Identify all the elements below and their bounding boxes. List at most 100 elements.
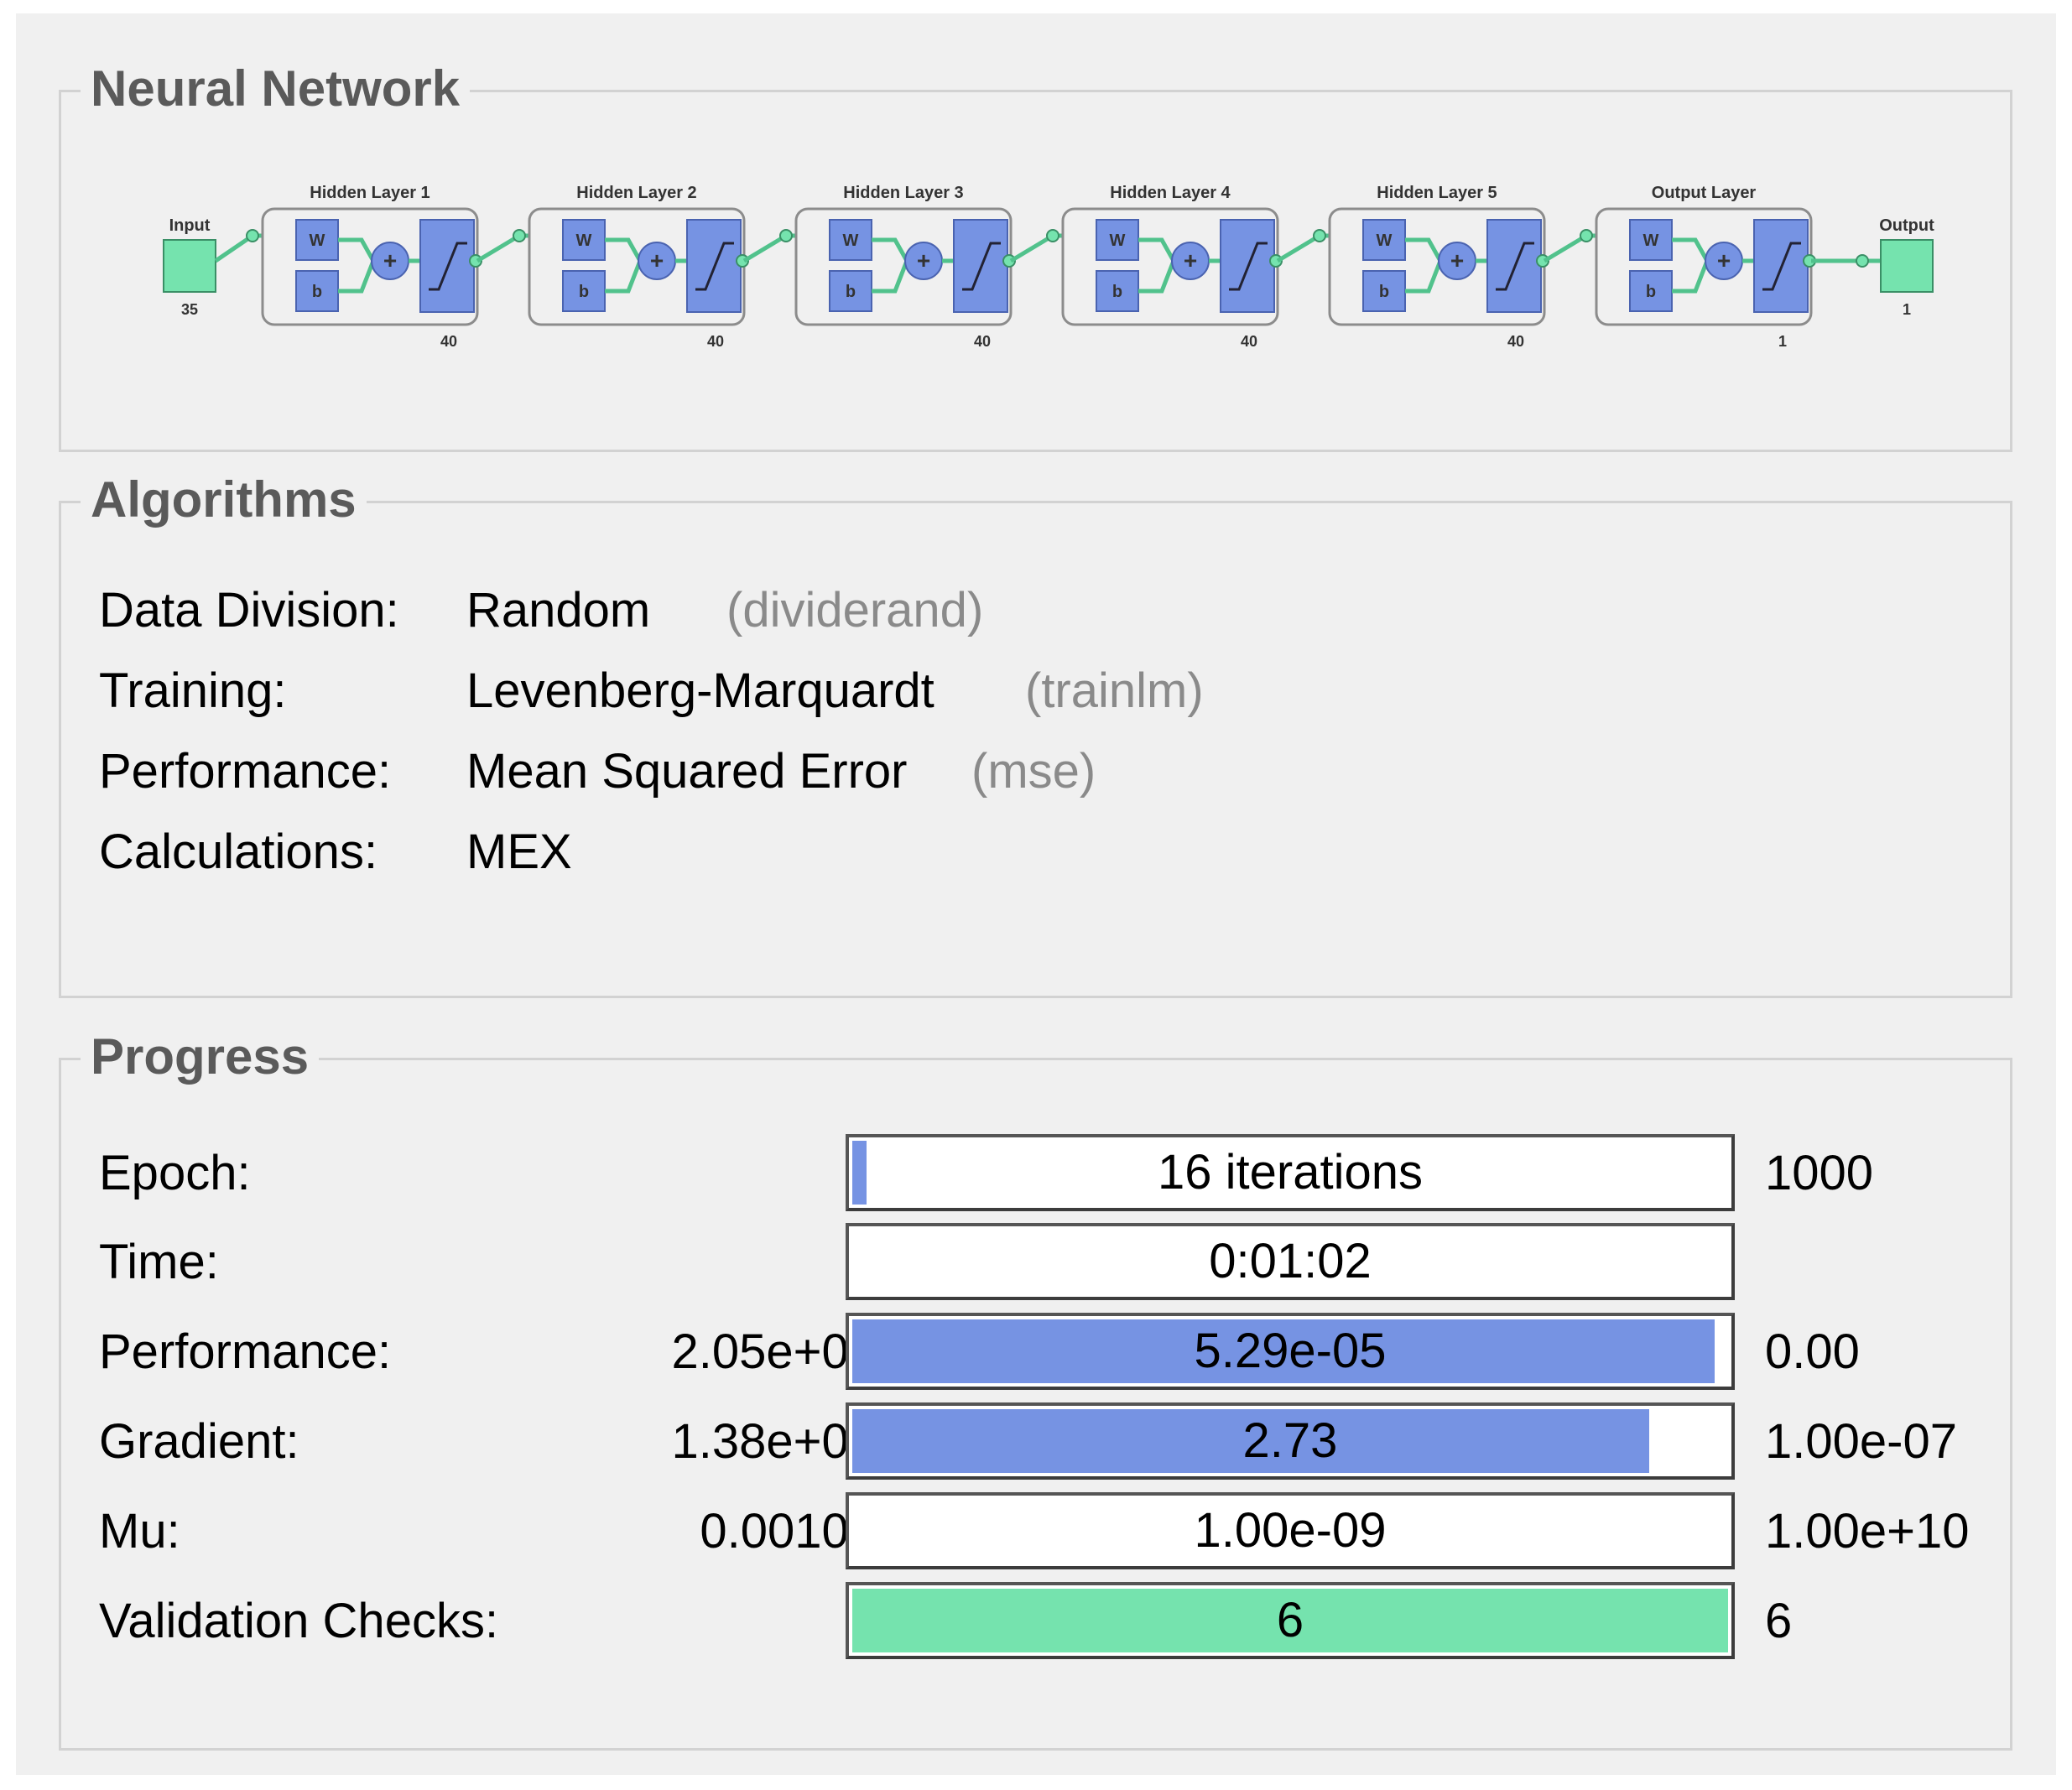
performance-end: 0.00 [1765, 1324, 1860, 1379]
time-label: Time: [99, 1235, 219, 1289]
bias-label: b [1379, 283, 1389, 301]
layer-size: 40 [440, 333, 457, 350]
sum-symbol: + [1184, 247, 1197, 273]
transfer-curve [429, 242, 467, 291]
layer-size: 40 [707, 333, 724, 350]
weight-wire [1672, 237, 1710, 263]
performance-progress-fill [852, 1319, 1715, 1383]
bias-block [1362, 270, 1406, 312]
input-label: Input [169, 216, 211, 235]
weight-wire [1138, 237, 1176, 263]
transfer-curve [1496, 242, 1534, 291]
weight-label: W [1110, 232, 1126, 250]
layer-label: Hidden Layer 2 [576, 184, 696, 202]
performance-current: 5.29e-05 [1194, 1324, 1387, 1378]
input-size: 35 [181, 301, 198, 318]
epoch-current: 16 iterations [1158, 1145, 1423, 1199]
epoch-label: Epoch: [99, 1146, 251, 1200]
weight-wire [605, 237, 643, 263]
data-division-value: Random [466, 583, 651, 637]
sum-symbol: + [917, 247, 930, 273]
bias-wire [872, 260, 909, 294]
performance-start: 2.05e+03 [671, 1324, 876, 1379]
connection-node [246, 229, 259, 242]
training-value: Levenberg-Marquardt [466, 663, 934, 718]
bias-block [1096, 270, 1139, 312]
gradient-end: 1.00e-07 [1765, 1414, 1957, 1469]
progress-title: Progress [81, 1027, 320, 1087]
connection-node [1580, 229, 1593, 242]
weight-wire [338, 237, 376, 263]
gradient-progress-bar: 2.73 [846, 1402, 1735, 1480]
epoch-progress-fill [852, 1141, 867, 1205]
bias-wire [1138, 260, 1176, 294]
time-current: 0:01:02 [1209, 1234, 1372, 1288]
performance-progress-label: Performance: [99, 1324, 392, 1379]
weight-block [562, 219, 606, 261]
transfer-curve [1229, 242, 1268, 291]
layer-label: Hidden Layer 1 [310, 184, 429, 202]
mu-label: Mu: [99, 1504, 180, 1558]
layer-label: Hidden Layer 4 [1110, 184, 1231, 202]
weight-label: W [310, 232, 325, 250]
bias-wire [1405, 260, 1443, 294]
algorithms-title: Algorithms [81, 470, 367, 530]
layer-label: Hidden Layer 5 [1377, 184, 1497, 202]
validation-checks-progress-fill [852, 1589, 1728, 1652]
epoch-end: 1000 [1765, 1146, 1874, 1200]
algorithms-group: Algorithms Data Division: Random (divide… [59, 470, 2012, 998]
performance-value: Mean Squared Error [466, 744, 908, 799]
output-size: 1 [1903, 301, 1911, 318]
bias-block [1629, 270, 1673, 312]
bias-block [829, 270, 872, 312]
data-division-label: Data Division: [99, 583, 399, 637]
weight-wire [1405, 237, 1443, 263]
weight-block [1096, 219, 1139, 261]
connection-node [779, 229, 793, 242]
sum-symbol: + [1450, 247, 1464, 273]
sum-symbol: + [1717, 247, 1731, 273]
data-division-code: (dividerand) [726, 583, 984, 637]
weight-block [829, 219, 872, 261]
output-label: Output [1879, 216, 1934, 235]
bias-label: b [1646, 283, 1656, 301]
connection-node [1313, 229, 1326, 242]
weight-block [1362, 219, 1406, 261]
weight-label: W [843, 232, 859, 250]
mu-end: 1.00e+10 [1765, 1504, 1970, 1558]
output-block [1880, 239, 1934, 293]
progress-group: Progress Epoch: 0 16 iterations 1000 Tim… [59, 1027, 2012, 1751]
mu-progress-bar: 1.00e-09 [846, 1492, 1735, 1569]
transfer-curve [695, 242, 734, 291]
layer-size: 1 [1778, 333, 1787, 350]
validation-checks-current: 6 [1276, 1593, 1304, 1647]
validation-checks-end: 6 [1765, 1594, 1793, 1648]
mu-current: 1.00e-09 [1194, 1503, 1387, 1558]
sum-symbol: + [383, 247, 397, 273]
layer-size: 40 [974, 333, 991, 350]
input-block [163, 239, 216, 293]
weight-wire [872, 237, 909, 263]
transfer-curve [962, 242, 1001, 291]
validation-checks-label: Validation Checks: [99, 1594, 499, 1648]
bias-wire [338, 260, 376, 294]
layer-size: 40 [1241, 333, 1257, 350]
gradient-current: 2.73 [1242, 1413, 1338, 1468]
layer-label: Output Layer [1652, 184, 1757, 202]
gradient-progress-fill [852, 1409, 1649, 1473]
training-label: Training: [99, 663, 287, 718]
bias-block [295, 270, 339, 312]
transfer-curve [1762, 242, 1801, 291]
neural-network-title: Neural Network [81, 59, 471, 119]
connection-node [1046, 229, 1059, 242]
weight-label: W [1643, 232, 1659, 250]
training-code: (trainlm) [1025, 663, 1204, 718]
weight-label: W [1377, 232, 1393, 250]
bias-wire [1672, 260, 1710, 294]
weight-label: W [576, 232, 592, 250]
bias-wire [605, 260, 643, 294]
layer-label: Hidden Layer 3 [843, 184, 963, 202]
connection-node [1856, 254, 1869, 268]
